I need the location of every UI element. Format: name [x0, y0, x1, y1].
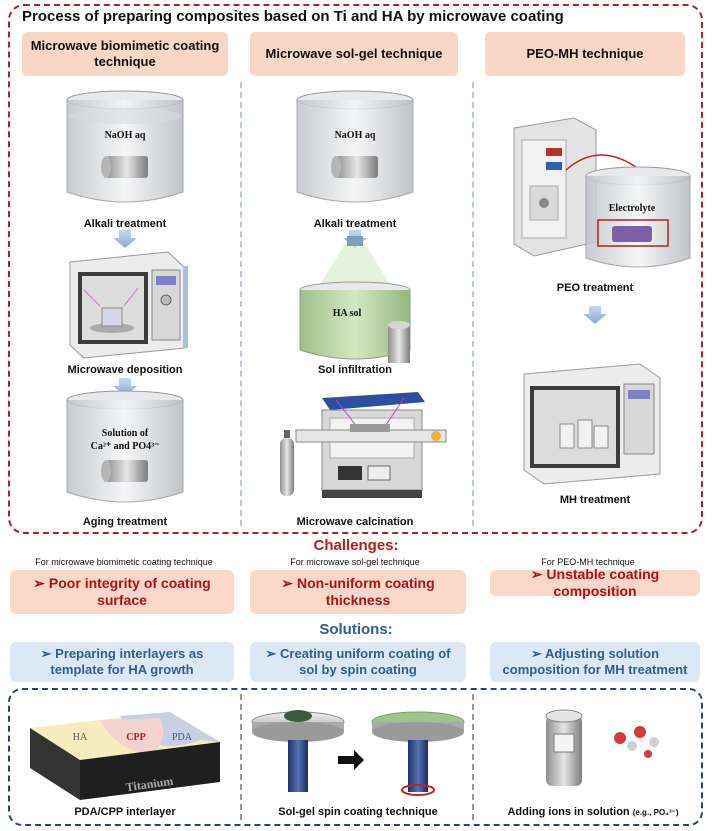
beaker-label: HA sol: [333, 308, 362, 319]
column-divider: [472, 82, 474, 526]
layer-label: Titanium: [125, 774, 174, 795]
flow-arrow: [583, 306, 607, 324]
ion-solution-diagram: [545, 709, 659, 786]
layer-label: PDA: [172, 732, 193, 743]
solution-box: ➢ Preparing interlayers as template for …: [10, 642, 234, 682]
challenge-box: ➢ Non-uniform coating thickness: [250, 570, 466, 614]
step-label: Alkali treatment: [83, 218, 167, 230]
bottom-caption: PDA/CPP interlayer: [74, 806, 176, 818]
step-label: PEO treatment: [556, 282, 634, 294]
challenge-scope: For microwave biomimetic coating techniq…: [35, 557, 213, 567]
column-divider: [472, 694, 474, 820]
column-header-peo-mh: PEO-MH technique: [485, 32, 685, 76]
layer-label: CPP: [126, 732, 145, 743]
electrolyte-beaker: [585, 166, 691, 268]
challenge-scope: For PEO-MH technique: [541, 557, 635, 567]
beaker-naoh: [66, 90, 184, 203]
beaker-label: Solution of: [102, 428, 149, 439]
beaker-label: NaOH aq: [335, 130, 376, 141]
solution-box: ➢ Creating uniform coating of sol by spi…: [250, 642, 466, 682]
microwave-oven: [69, 251, 188, 359]
bottom-caption-note: (e.g., PO₄³⁻): [632, 808, 679, 817]
bottom-caption: Adding ions in solution (e.g., PO₄³⁻): [480, 806, 706, 818]
interlayer-diagram: [30, 712, 220, 800]
step-label: Aging treatment: [82, 516, 168, 528]
beaker-naoh: [296, 90, 414, 203]
column-header-biomimetic: Microwave biomimetic coating technique: [22, 32, 228, 76]
bottom-caption-text: Adding ions in solution: [507, 806, 630, 818]
flow-arrow: [113, 230, 137, 248]
page-title: Process of preparing composites based on…: [22, 8, 564, 25]
challenge-box: ➢ Unstable coating composition: [490, 566, 700, 599]
column-divider: [240, 82, 242, 526]
step-label: MH treatment: [559, 494, 631, 506]
sol-infiltration-beaker: [299, 236, 411, 363]
beaker-solution: [66, 390, 184, 503]
challenges-title: Challenges:: [313, 537, 399, 554]
flow-arrow: [113, 378, 137, 396]
tube-furnace: [280, 392, 447, 498]
step-label: Alkali treatment: [313, 218, 397, 230]
solution-box: ➢ Adjusting solution composition for MH …: [490, 642, 700, 682]
solutions-illustration-frame: [8, 688, 703, 826]
step-label: Microwave calcination: [296, 516, 414, 528]
column-header-solgel: Microwave sol-gel technique: [250, 32, 458, 76]
spin-coating-diagram: [251, 710, 465, 796]
beaker-label: Ca²⁺ and PO4³⁻: [91, 441, 160, 452]
column-divider: [240, 694, 242, 820]
layer-label: HA: [73, 732, 88, 743]
beaker-label: NaOH aq: [105, 130, 146, 141]
challenge-scope: For microwave sol-gel technique: [290, 557, 420, 567]
mh-oven: [523, 363, 661, 485]
step-label: Microwave deposition: [67, 364, 183, 376]
process-frame: [8, 4, 703, 534]
solutions-title: Solutions:: [319, 621, 393, 638]
bottom-caption: Sol-gel spin coating technique: [278, 806, 438, 818]
peo-power-supply: [513, 117, 641, 257]
beaker-label: Electrolyte: [609, 203, 656, 214]
step-label: Sol infiltration: [318, 364, 392, 376]
challenge-box: ➢ Poor integrity of coating surface: [10, 570, 234, 614]
